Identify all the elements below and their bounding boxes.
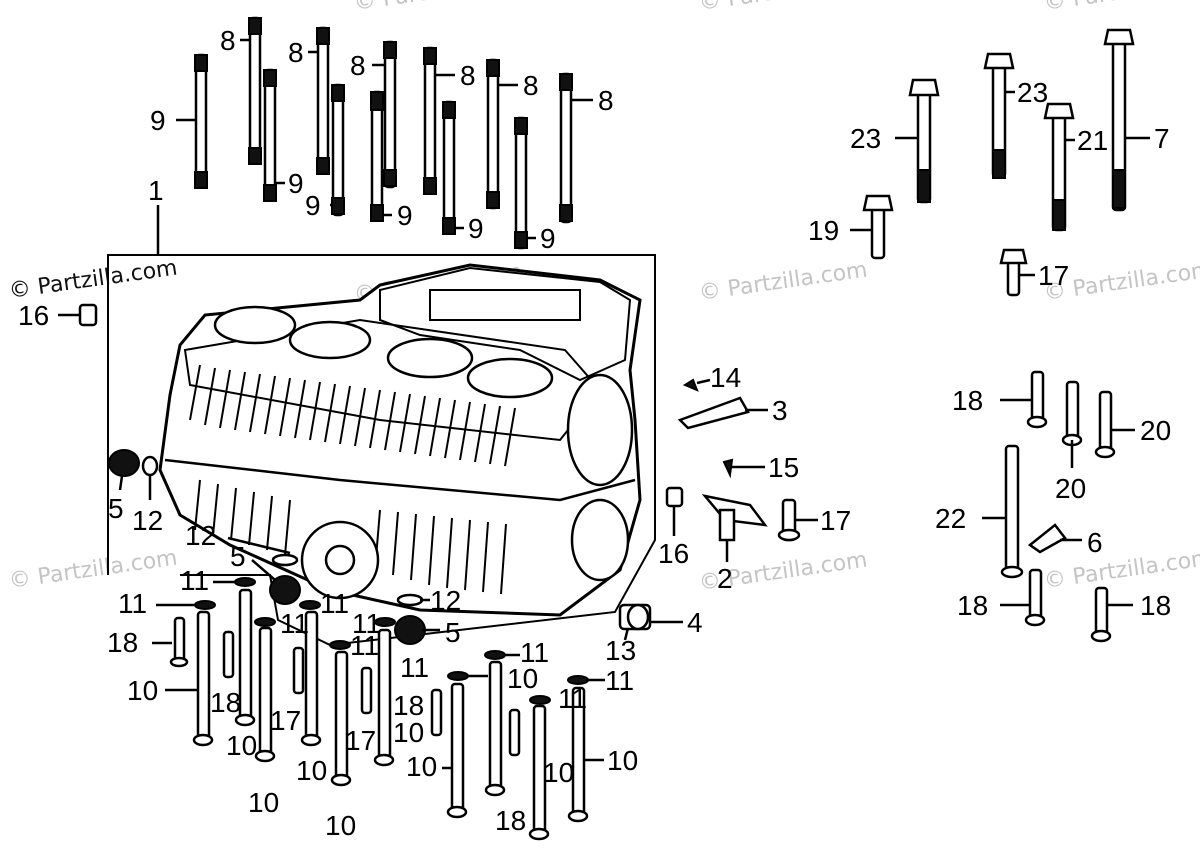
callout-10: 10 [248,787,279,818]
callout-18: 18 [210,687,241,718]
callout-18: 18 [393,690,424,721]
callout-11: 11 [320,588,349,619]
callout-6: 6 [1087,527,1103,558]
callout-8: 8 [523,70,539,101]
callout-10: 10 [543,757,574,788]
watermark-text: © Partzilla.com [697,0,869,16]
callout-18: 18 [957,590,988,621]
callout-11: 11 [352,608,381,639]
callout-8: 8 [460,60,476,91]
bolts-right-top [862,28,1135,297]
callout-19: 19 [808,215,839,246]
bolts-bottom [169,553,589,841]
bolts-right-lower [1000,370,1116,643]
callout-10: 10 [406,751,437,782]
watermark-text: © Partzilla.com [7,256,179,304]
callout-8: 8 [598,85,614,116]
crankcase-assembly [108,263,642,617]
callout-22: 22 [935,503,966,534]
watermark-text: © Partzilla.com [1042,0,1200,16]
callout-23: 23 [850,123,881,154]
callout-9: 9 [397,200,413,231]
callout-5: 5 [108,493,124,524]
callout-17: 17 [270,705,301,736]
callout-10: 10 [296,755,327,786]
callout-9: 9 [288,168,304,199]
callout-11: 11 [400,652,429,683]
callout-1: 1 [148,175,164,206]
watermark-text: © Partzilla.com [1042,546,1200,594]
callout-10: 10 [127,675,158,706]
callout-11: 11 [280,608,309,639]
callout-8: 8 [350,50,366,81]
callout-17: 17 [345,725,376,756]
callout-8: 8 [220,25,236,56]
callout-11: 11 [520,637,549,668]
callout-9: 9 [150,105,166,136]
callout-12: 12 [430,585,461,616]
callout-21: 21 [1077,125,1108,156]
callout-15: 15 [768,452,799,483]
callout-8: 8 [288,37,304,68]
callout-17: 17 [1038,260,1069,291]
callout-10: 10 [393,717,424,748]
watermark-text: © Partzilla.com [697,258,869,306]
callout-18: 18 [1140,590,1171,621]
callout-7: 7 [1154,123,1170,154]
leader-lines [58,38,1150,770]
callout-11: 11 [180,565,209,596]
callout-13: 13 [605,635,636,666]
callout-11: 11 [605,665,634,696]
callout-20: 20 [1055,473,1086,504]
watermark-text: © Partzilla.com [7,546,179,594]
callout-18: 18 [495,805,526,836]
callout-3: 3 [772,395,788,426]
callout-5: 5 [445,617,461,648]
callout-18: 18 [107,627,138,658]
callout-9: 9 [468,213,484,244]
callout-labels: 1 2 3 4 5 5 5 6 7 8 8 8 8 8 8 9 9 9 9 9 … [18,25,1171,841]
callout-20: 20 [1140,415,1171,446]
watermark-text: © Partzilla.com [352,0,524,16]
callout-16: 16 [18,300,49,331]
callout-23: 23 [1017,77,1048,108]
callout-10: 10 [325,810,356,841]
callout-16: 16 [658,538,689,569]
callout-5: 5 [230,541,246,572]
callout-12: 12 [185,520,216,551]
callout-9: 9 [540,223,556,254]
callout-14: 14 [710,362,741,393]
callout-2: 2 [717,563,733,594]
callout-10: 10 [607,745,638,776]
callout-11: 11 [558,683,587,714]
callout-11: 11 [350,630,379,661]
callout-4: 4 [687,607,703,638]
callout-10: 10 [226,730,257,761]
callout-11: 11 [118,588,147,619]
callout-18: 18 [952,385,983,416]
callout-12: 12 [132,505,163,536]
callout-9: 9 [305,190,321,221]
stud-bolts-top [194,16,573,250]
callout-17: 17 [820,505,851,536]
small-parts-center [78,303,801,631]
callout-10: 10 [507,663,538,694]
